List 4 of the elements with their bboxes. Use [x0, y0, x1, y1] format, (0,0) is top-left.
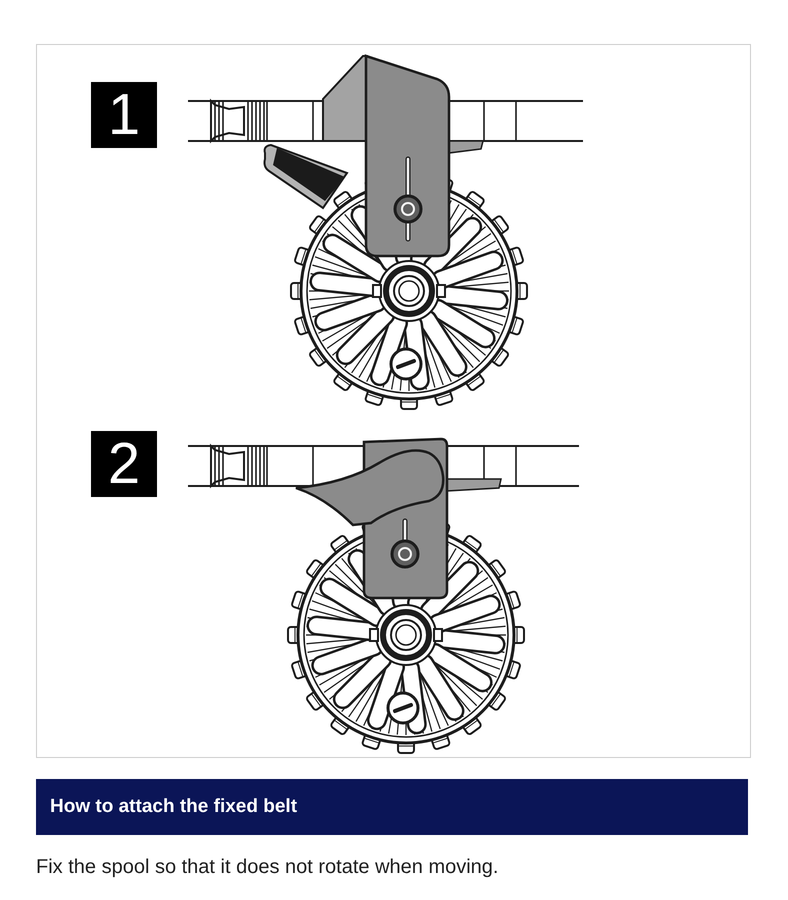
caption-text: Fix the spool so that it does not rotate when moving.: [36, 856, 498, 879]
step-number: 2: [91, 431, 157, 497]
step-number: 1: [91, 82, 157, 148]
section-heading: How to attach the fixed belt: [36, 779, 748, 835]
